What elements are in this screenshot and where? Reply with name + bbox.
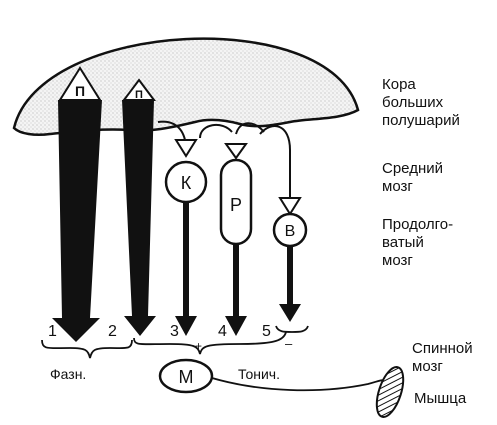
group-tonic-label: Тонич. (238, 366, 280, 382)
pathway-number-3: 3 (170, 323, 179, 340)
medulla-line-3: мозг (382, 252, 413, 269)
motor-nerve (211, 377, 385, 392)
pathway-number-4: 4 (218, 323, 227, 340)
region-midbrain-label: Средний мозг (382, 160, 443, 196)
cortex-line-2: больших (382, 94, 444, 111)
midbrain-line-2: мозг (382, 178, 413, 195)
sign-minus: – (285, 336, 293, 351)
pathway-number-5: 5 (262, 323, 271, 340)
cortex-line-3: полушарий (382, 112, 460, 129)
projection-to-v (259, 125, 291, 200)
muscle-shape (375, 366, 405, 418)
pyramidal-cell-2 (122, 78, 156, 101)
sign-plus: + (195, 339, 202, 353)
node-p2-label: П (135, 89, 143, 101)
pyramidal-cell-1 (58, 66, 102, 101)
rubro-tract-3 (175, 202, 197, 336)
node-m-label: М (179, 367, 194, 387)
node-r-label: Р (230, 195, 242, 215)
arrowhead-r (224, 143, 248, 160)
pyramidal-tract-2 (122, 100, 156, 336)
pathway-number-1: 1 (48, 323, 57, 340)
projection-to-r-right (235, 122, 265, 135)
region-medulla-label: Продолго- ватый мозг (382, 216, 453, 270)
node-p1-label: П (75, 83, 85, 99)
spinal-cord-line-2: мозг (412, 358, 443, 375)
arrowhead-k (174, 139, 198, 158)
region-spinal-cord-label: Спинной мозг (412, 340, 473, 376)
pathway-number-2: 2 (108, 323, 117, 340)
medulla-line-1: Продолго- (382, 216, 454, 233)
medulla-line-2: ватый (382, 234, 424, 251)
vestibulo-tract-5 (279, 246, 301, 322)
spinal-cord-line-1: Спинной (412, 340, 473, 357)
tonic-brace (133, 331, 287, 355)
node-m (158, 358, 214, 394)
region-cortex-label: Кора больших полушарий (382, 76, 460, 130)
arrowhead-v (278, 197, 302, 216)
phasic-brace (41, 339, 133, 359)
cortex-line-1: Кора (382, 76, 416, 93)
reticulo-tract-4 (225, 244, 247, 336)
projection-to-r-left (199, 123, 233, 139)
region-muscle-label: Мышца (414, 390, 467, 407)
node-k-label: К (181, 173, 192, 193)
midbrain-line-1: Средний (382, 160, 443, 177)
node-v-label: В (285, 223, 296, 240)
group-phasic-label: Фазн. (50, 366, 86, 382)
minus-brace (275, 325, 309, 333)
pyramidal-tract-1 (52, 100, 102, 342)
